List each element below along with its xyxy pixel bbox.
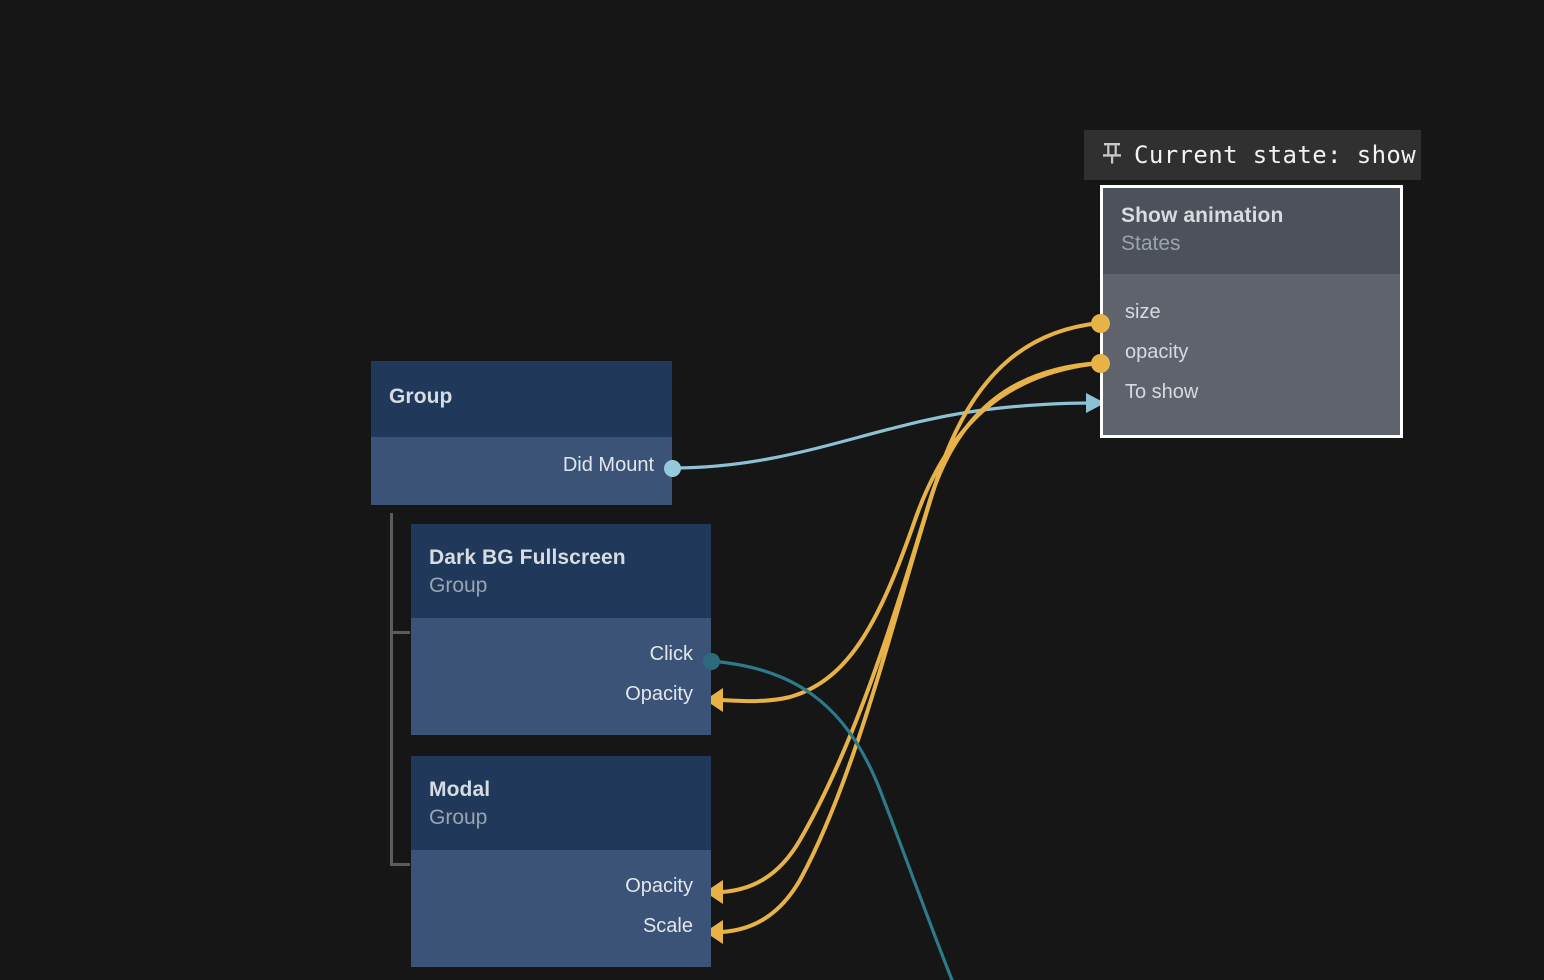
port-dot-did-mount[interactable] xyxy=(664,460,681,477)
node-modal[interactable]: Modal Group Opacity Scale xyxy=(411,756,711,967)
node-modal-title: Modal xyxy=(429,778,491,801)
port-row-size[interactable]: size xyxy=(1103,292,1400,332)
node-dark-bg-fullscreen-subtitle: Group xyxy=(429,574,488,598)
node-show-animation-body: size opacity To show xyxy=(1103,274,1400,435)
wire-did-mount-to-show xyxy=(670,401,1090,470)
node-show-animation[interactable]: Show animation States size opacity To sh… xyxy=(1100,185,1403,438)
port-row-opacity[interactable]: opacity xyxy=(1103,332,1400,372)
node-show-animation-subtitle: States xyxy=(1121,232,1181,256)
node-dark-bg-fullscreen-header[interactable]: Dark BG Fullscreen Group xyxy=(411,524,711,618)
port-dot-click[interactable] xyxy=(703,653,720,670)
node-dark-bg-fullscreen-body: Click Opacity xyxy=(411,618,711,735)
port-label-darkbg-opacity: Opacity xyxy=(625,682,693,705)
port-label-modal-scale: Scale xyxy=(642,914,693,937)
node-show-animation-title: Show animation xyxy=(1121,204,1284,227)
node-modal-header[interactable]: Modal Group xyxy=(411,756,711,850)
port-row-modal-scale[interactable]: Scale xyxy=(411,906,711,946)
tree-rail-branch-modal xyxy=(390,863,410,866)
node-group[interactable]: Group Did Mount xyxy=(371,361,672,505)
tree-rail-vertical xyxy=(390,513,393,866)
tree-rail-branch-dark-bg xyxy=(390,631,410,634)
wire-click-offscreen xyxy=(709,659,954,980)
port-row-did-mount[interactable]: Did Mount xyxy=(371,445,672,485)
port-dot-size[interactable] xyxy=(1091,314,1110,333)
current-state-pill[interactable]: Current state: show xyxy=(1084,130,1421,180)
port-label-size: size xyxy=(1125,300,1161,323)
node-group-header[interactable]: Group xyxy=(371,361,672,437)
node-group-body: Did Mount xyxy=(371,437,672,505)
port-dot-opacity[interactable] xyxy=(1091,354,1110,373)
wire-opacity-to-modal-opacity xyxy=(720,361,1102,894)
port-label-modal-opacity: Opacity xyxy=(625,874,693,897)
port-row-modal-opacity[interactable]: Opacity xyxy=(411,866,711,906)
port-row-darkbg-opacity[interactable]: Opacity xyxy=(411,674,711,714)
port-label-click: Click xyxy=(649,642,693,665)
node-modal-subtitle: Group xyxy=(429,806,488,830)
node-dark-bg-fullscreen-title: Dark BG Fullscreen xyxy=(429,546,626,569)
port-row-to-show[interactable]: To show xyxy=(1103,372,1400,412)
node-modal-body: Opacity Scale xyxy=(411,850,711,967)
wire-size-to-scale xyxy=(720,321,1102,934)
current-state-label: Current state: show xyxy=(1134,141,1417,169)
port-row-click[interactable]: Click xyxy=(411,634,711,674)
port-label-to-show: To show xyxy=(1125,380,1199,403)
port-label-did-mount: Did Mount xyxy=(562,453,654,476)
node-dark-bg-fullscreen[interactable]: Dark BG Fullscreen Group Click Opacity xyxy=(411,524,711,735)
pin-icon xyxy=(1102,142,1122,169)
node-group-title: Group xyxy=(389,385,453,408)
port-label-opacity: opacity xyxy=(1125,340,1189,363)
wire-opacity-to-darkbg-opacity xyxy=(720,361,1102,704)
node-show-animation-header[interactable]: Show animation States xyxy=(1103,188,1400,274)
